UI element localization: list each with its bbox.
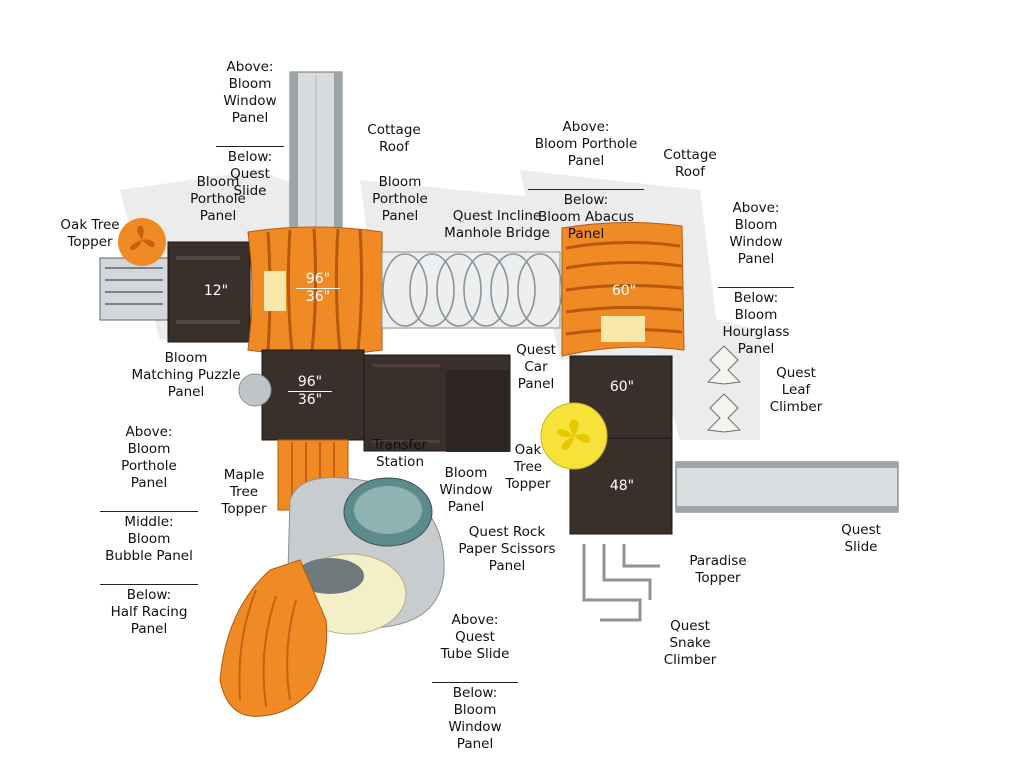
cottage-roof-left <box>247 226 383 356</box>
dim-deck-36: 36" <box>288 391 332 409</box>
label-transfer-station: Transfer Station <box>372 437 428 470</box>
label-below-bloom-window-panel: Below: Bloom Window Panel <box>432 682 518 753</box>
label-below-bloom-hourglass-panel: Below: Bloom Hourglass Panel <box>718 287 794 358</box>
cottage-roof-right <box>561 221 685 357</box>
dim-deck-12: 12" <box>203 283 229 299</box>
orange-slide-shape <box>219 559 328 717</box>
label-oak-tree-topper-right: Oak Tree Topper <box>505 442 551 492</box>
label-bloom-matching-puzzle: Bloom Matching Puzzle Panel <box>131 350 241 400</box>
snake-climber-shape <box>582 544 660 622</box>
label-paradise-topper: Paradise Topper <box>689 553 747 586</box>
label-above-quest-tube-slide: Above: Quest Tube Slide <box>440 612 510 662</box>
label-above-bloom-window-panel: Above: Bloom Window Panel <box>223 59 277 126</box>
label-above-bloom-window-panel-2: Above: Bloom Window Panel <box>729 200 783 267</box>
label-quest-rock-paper: Quest Rock Paper Scissors Panel <box>458 524 556 574</box>
dim-roof-96-36: 96" 36" <box>296 271 340 306</box>
incline-manhole-bridge <box>381 251 563 329</box>
top-quest-slide <box>289 71 343 233</box>
label-quest-slide-right: Quest Slide <box>841 522 881 555</box>
transfer-station-shape <box>363 354 511 452</box>
label-bloom-window-panel: Bloom Window Panel <box>439 465 493 515</box>
label-quest-snake-climber: Quest Snake Climber <box>663 618 717 668</box>
deck-96-36 <box>261 349 365 441</box>
label-maple-tree-topper: Maple Tree Topper <box>221 467 267 517</box>
oak-tree-topper-left-shape <box>118 218 166 266</box>
dim-roof-96: 96" <box>305 271 331 287</box>
label-bloom-porthole-panel-1: Bloom Porthole Panel <box>190 174 246 224</box>
label-below-half-racing-panel: Below: Half Racing Panel <box>100 584 198 638</box>
dim-roof-36: 36" <box>296 288 340 306</box>
tube-slide-shape <box>287 477 445 635</box>
label-middle-bloom-bubble-panel: Middle: Bloom Bubble Panel <box>100 511 198 565</box>
left-steps <box>99 257 169 321</box>
deck-12-texture <box>176 256 240 324</box>
label-bloom-porthole-panel-2: Bloom Porthole Panel <box>372 174 428 224</box>
label-above-below-porthole-abacus: Above: Bloom Porthole Panel Below: Bloom… <box>528 102 644 260</box>
leaf-climber-shape <box>706 345 742 433</box>
label-cottage-roof-2: Cottage Roof <box>663 147 717 180</box>
dim-deck-60: 60" <box>609 379 635 395</box>
label-above-bloom-porthole-panel-2: Above: Bloom Porthole Panel <box>121 424 177 491</box>
label-quest-incline-bridge: Quest Incline Manhole Bridge <box>444 208 550 241</box>
label-quest-leaf-climber: Quest Leaf Climber <box>769 365 823 415</box>
label-quest-car-panel: Quest Car Panel <box>516 342 556 392</box>
oak-tree-topper-right-shape <box>540 402 608 470</box>
label-above-below-tube-slide: Above: Quest Tube Slide Below: Bloom Win… <box>432 595 518 770</box>
label-oak-tree-topper-left: Oak Tree Topper <box>60 217 120 250</box>
dim-deck-96: 96" <box>297 374 323 390</box>
label-cottage-roof-1: Cottage Roof <box>367 122 421 155</box>
label-below-quest-slide: Below: Quest Slide <box>216 146 284 200</box>
dim-deck-48: 48" <box>609 478 635 494</box>
dim-deck-96-36: 96" 36" <box>288 374 332 409</box>
dim-roof-60: 60" <box>611 283 637 299</box>
label-above-bloom-porthole-panel: Above: Bloom Porthole Panel <box>534 119 638 169</box>
label-above-below-hourglass: Above: Bloom Window Panel Below: Bloom H… <box>718 183 794 375</box>
label-below-bloom-abacus-panel: Below: Bloom Abacus Panel <box>528 189 644 243</box>
label-above-below-quest-slide-top: Above: Bloom Window Panel Below: Quest S… <box>216 42 284 217</box>
right-quest-slide <box>675 461 899 513</box>
label-above-middle-below-left: Above: Bloom Porthole Panel Middle: Bloo… <box>100 407 198 655</box>
